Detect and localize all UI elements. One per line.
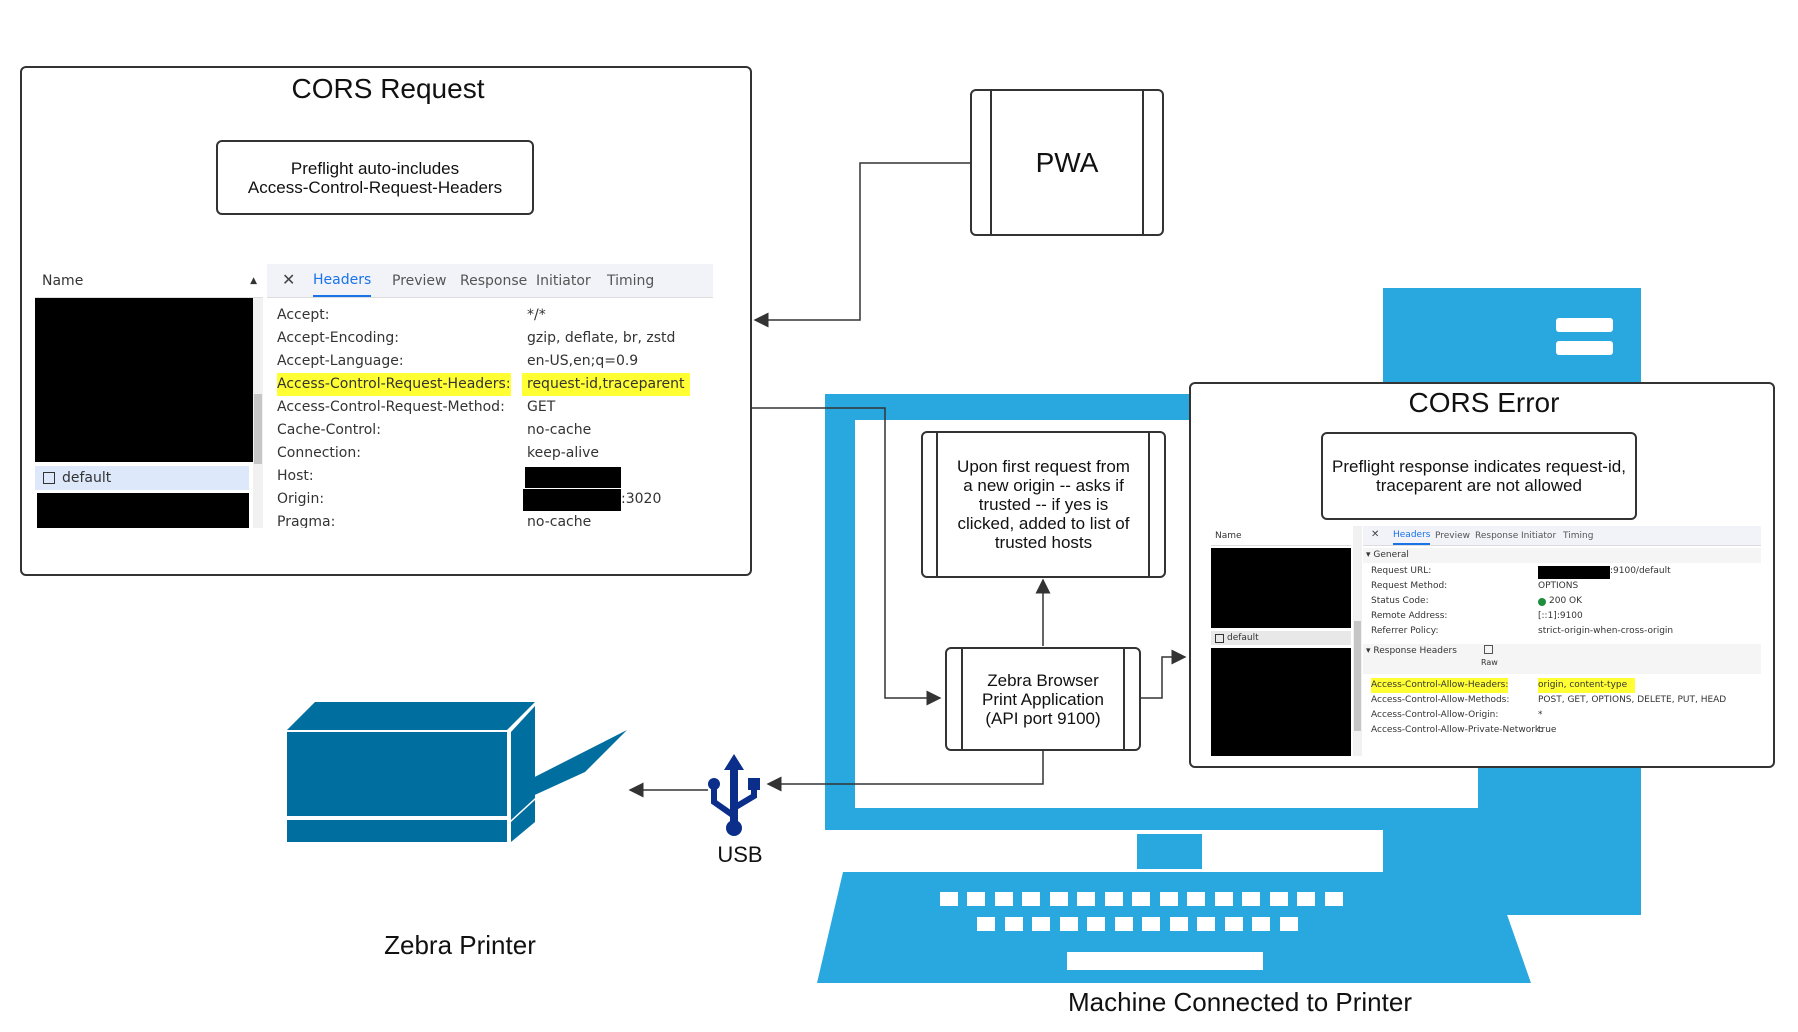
tab-timing[interactable]: Timing bbox=[607, 272, 655, 289]
header-row: Cache-Control:no-cache bbox=[277, 422, 592, 438]
keyboard-keys bbox=[815, 870, 1535, 985]
checkbox-icon bbox=[43, 472, 55, 484]
header-row: Origin::3020 bbox=[267, 488, 713, 511]
tab-headers[interactable]: Headers bbox=[1393, 526, 1431, 545]
header-row: Accept-Language:en-US,en;q=0.9 bbox=[277, 353, 639, 369]
scrollbar[interactable] bbox=[253, 298, 263, 528]
request-item-default[interactable]: default bbox=[35, 466, 249, 490]
tab-initiator[interactable]: Initiator bbox=[536, 272, 591, 289]
request-headers-list: Accept:*/* Accept-Encoding:gzip, deflate… bbox=[267, 304, 713, 528]
header-row: Host: bbox=[267, 465, 713, 488]
tower-vent-top bbox=[1556, 318, 1613, 332]
redacted-block bbox=[37, 493, 249, 528]
tower-vent-bottom bbox=[1556, 341, 1613, 355]
checkbox-icon bbox=[1215, 634, 1224, 643]
general-row: Remote Address:[::1]:9100 bbox=[1371, 611, 1583, 621]
trust-note-text: Upon first request from a new origin -- … bbox=[957, 457, 1130, 552]
tab-bar: ✕ Headers Preview Response Initiator Tim… bbox=[1363, 526, 1761, 546]
preflight-note-line2: Access-Control-Request-Headers bbox=[247, 177, 503, 197]
header-row: Accept:*/* bbox=[277, 307, 546, 323]
tab-preview[interactable]: Preview bbox=[392, 272, 447, 289]
tab-response[interactable]: Response bbox=[460, 272, 528, 289]
response-row-highlighted: Access-Control-Allow-Headers:origin, con… bbox=[1363, 678, 1761, 693]
header-row: Connection:keep-alive bbox=[277, 445, 600, 461]
pwa-label: PWA bbox=[1035, 146, 1099, 178]
general-section-toggle[interactable]: ▾ General bbox=[1363, 548, 1761, 563]
printer-label: Zebra Printer bbox=[384, 929, 536, 960]
general-row: Status Code:200 OK bbox=[1371, 596, 1583, 606]
header-row: Pragma:no-cache bbox=[277, 514, 592, 528]
zebra-browser-print-box: Zebra Browser Print Application (API por… bbox=[945, 647, 1141, 751]
raw-checkbox[interactable] bbox=[1484, 645, 1493, 654]
tab-response[interactable]: Response bbox=[1475, 530, 1519, 541]
monitor-neck bbox=[1137, 834, 1202, 869]
tab-headers[interactable]: Headers bbox=[313, 264, 372, 297]
response-row: Access-Control-Allow-Methods:POST, GET, … bbox=[1371, 695, 1727, 705]
headers-content: ▾ General Request URL::9100/default Requ… bbox=[1363, 548, 1761, 756]
header-row-highlighted: Access-Control-Request-Headers:request-i… bbox=[267, 373, 713, 396]
general-row: Request URL::9100/default bbox=[1363, 564, 1761, 579]
general-row: Request Method:OPTIONS bbox=[1371, 581, 1579, 591]
printer-icon bbox=[287, 702, 627, 842]
cors-request-panel: CORS Request Preflight auto-includes Acc… bbox=[20, 66, 752, 576]
redacted-block bbox=[1211, 648, 1351, 756]
scrollbar[interactable] bbox=[1353, 526, 1362, 756]
preflight-response-line2: traceparent are not allowed bbox=[1375, 476, 1583, 495]
redacted-block bbox=[1538, 566, 1610, 579]
close-icon[interactable]: ✕ bbox=[1371, 529, 1380, 540]
preflight-note-line1: Preflight auto-includes bbox=[290, 158, 460, 178]
cors-error-title: CORS Error bbox=[1408, 387, 1560, 418]
usb-icon bbox=[708, 754, 760, 836]
preflight-note: Preflight auto-includes Access-Control-R… bbox=[216, 140, 534, 215]
response-row: Access-Control-Allow-Private-Network:tru… bbox=[1371, 725, 1557, 735]
tab-timing[interactable]: Timing bbox=[1563, 530, 1594, 541]
request-list-header: Name bbox=[1211, 526, 1351, 546]
redacted-block bbox=[35, 298, 253, 462]
sort-caret-icon: ▲ bbox=[250, 276, 257, 286]
response-headers-toggle[interactable]: ▾ Response Headers Raw bbox=[1363, 644, 1761, 674]
header-row: Access-Control-Request-Method:GET bbox=[277, 399, 556, 415]
machine-label: Machine Connected to Printer bbox=[1068, 986, 1412, 1017]
request-devtools: Name ▲ default ✕ Headers Preview Respons… bbox=[35, 264, 713, 528]
request-item-label: default bbox=[62, 470, 112, 486]
redacted-block bbox=[1211, 548, 1351, 628]
redacted-block bbox=[523, 489, 621, 511]
tab-bar: ✕ Headers Preview Response Initiator Tim… bbox=[267, 264, 713, 298]
header-row: Accept-Encoding:gzip, deflate, br, zstd bbox=[277, 330, 676, 346]
request-item-default[interactable]: default bbox=[1211, 631, 1351, 645]
trust-note-box: Upon first request from a new origin -- … bbox=[921, 431, 1166, 578]
status-ok-dot-icon bbox=[1538, 598, 1546, 606]
preflight-response-line1: Preflight response indicates request-id, bbox=[1332, 457, 1626, 476]
preflight-response-note: Preflight response indicates request-id,… bbox=[1321, 432, 1637, 520]
pwa-box: PWA bbox=[970, 89, 1164, 236]
cors-error-panel: CORS Error Preflight response indicates … bbox=[1189, 382, 1775, 768]
redacted-block bbox=[525, 467, 621, 488]
usb-label: USB bbox=[717, 842, 763, 867]
cors-request-title: CORS Request bbox=[291, 73, 485, 104]
tab-initiator[interactable]: Initiator bbox=[1521, 530, 1557, 541]
general-row: Referrer Policy:strict-origin-when-cross… bbox=[1371, 626, 1674, 636]
name-column-label: Name bbox=[42, 273, 84, 289]
zebra-app-text: Zebra Browser Print Application (API por… bbox=[982, 670, 1104, 728]
close-icon[interactable]: ✕ bbox=[282, 270, 296, 289]
tab-preview[interactable]: Preview bbox=[1435, 530, 1471, 541]
response-row: Access-Control-Allow-Origin:* bbox=[1371, 710, 1543, 720]
request-list-header: Name ▲ bbox=[35, 264, 263, 298]
error-devtools: Name default ✕ Headers Preview Response … bbox=[1211, 526, 1761, 756]
